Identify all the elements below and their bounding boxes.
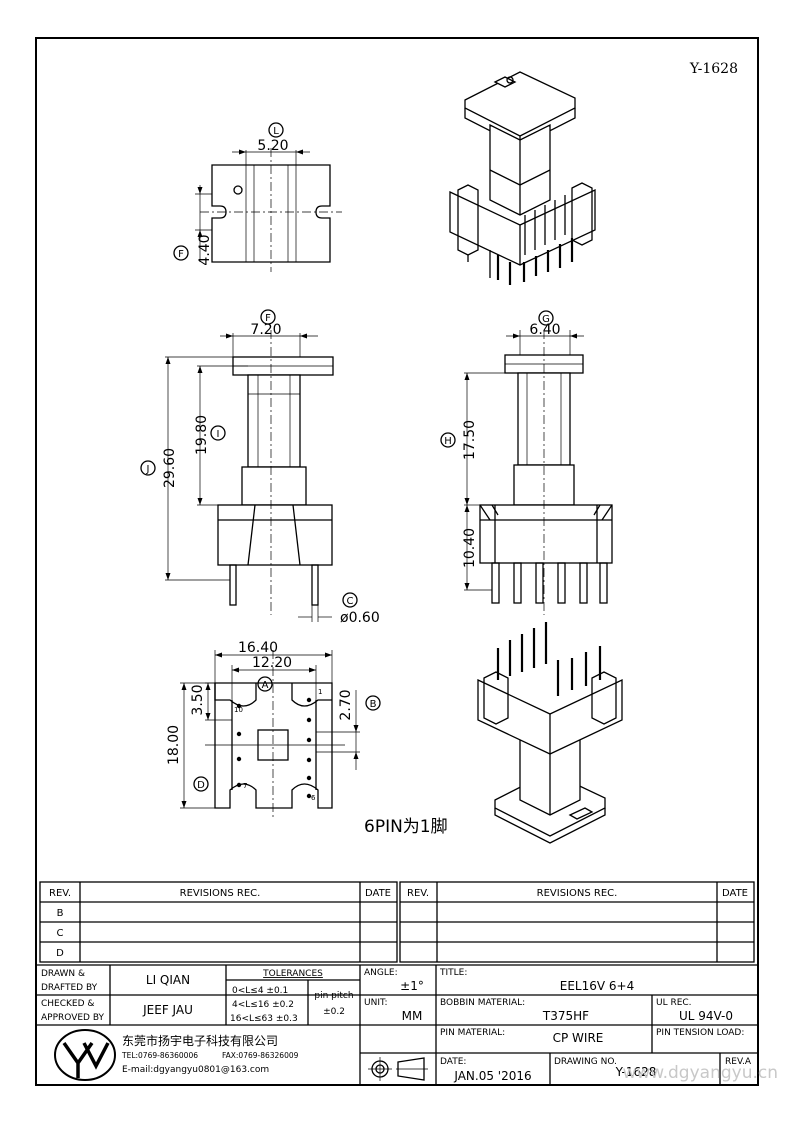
top-view-letter-height: F [178, 249, 184, 260]
drawing-border [35, 37, 759, 1086]
drawn-label: DRAWN & [41, 969, 85, 979]
company-name: 东莞市扬宇电子科技有限公司 [122, 1033, 278, 1048]
rev-row-b: B [57, 908, 64, 919]
rev-right-col-rec: REVISIONS REC. [537, 888, 618, 899]
side-view-width: 6.40 [529, 322, 560, 338]
watermark: www.dgyangyu.cn [622, 1063, 778, 1083]
top-view [173, 122, 342, 272]
unit-value: MM [402, 1009, 423, 1023]
revision-tables [39, 881, 755, 963]
bobbin-material-value: T375HF [542, 1009, 589, 1023]
pin-label-10: 10 [234, 706, 243, 714]
front-view-letter-pin: C [347, 596, 354, 607]
rev-right-col-date: DATE [722, 888, 748, 899]
front-view-height-total: 29.60 [162, 448, 178, 488]
pin-material-value: CP WIRE [553, 1031, 604, 1045]
drafted-label: DRAFTED BY [41, 983, 98, 993]
title-block-grid [36, 964, 758, 1085]
pin-label-6: 6 [311, 794, 316, 802]
tolerance-1: 0<L≤4 ±0.1 [232, 986, 288, 996]
pin-pitch-label: pin pitch [314, 991, 353, 1001]
angle-value: ±1° [400, 979, 424, 993]
tolerance-2: 4<L≤16 ±0.2 [232, 1000, 294, 1010]
pin-label-1: 1 [318, 688, 322, 696]
unit-label: UNIT: [364, 998, 388, 1008]
bottom-view-height-a: 3.50 [190, 684, 206, 715]
checked-value: JEEF JAU [142, 1003, 193, 1017]
front-view-width: 7.20 [250, 322, 281, 338]
side-view-height-lower: 10.40 [462, 528, 478, 568]
company-email: E-mail:dgyangyu0801@163.com [122, 1065, 269, 1075]
top-view-height: 4.40 [197, 234, 213, 265]
company-logo [54, 1029, 116, 1081]
checked-label: CHECKED & [41, 999, 94, 1009]
bobbin-material-label: BOBBIN MATERIAL: [440, 998, 525, 1008]
title-value: EEL16V 6+4 [560, 979, 634, 993]
rev-left-col-date: DATE [365, 888, 391, 899]
front-view-letter-width: F [265, 313, 271, 324]
rev-row-d: D [56, 948, 64, 959]
rev-right-col-rev: REV. [407, 888, 429, 899]
rev-row-c: C [57, 928, 64, 939]
front-view-letter-inner: I [217, 429, 220, 440]
company-fax: FAX:0769-86326009 [222, 1051, 299, 1060]
drawn-value: LI QIAN [146, 973, 190, 987]
date-label: DATE: [440, 1057, 466, 1067]
tolerances-label: TOLERANCES [262, 969, 323, 979]
pin-note: 6PIN为1脚 [364, 817, 448, 837]
front-view-pin-dia: ø0.60 [340, 610, 380, 626]
pin-label-7: 7 [243, 782, 247, 790]
bottom-view-pitch: 2.70 [338, 689, 354, 720]
bottom-view-letter-inner: A [262, 680, 269, 691]
top-view-letter-width: L [273, 126, 279, 137]
approved-label: APPROVED BY [41, 1013, 105, 1023]
angle-label: ANGLE: [364, 968, 398, 978]
rev-a-label: REV.A [725, 1057, 752, 1067]
ul-rec-label: UL REC. [656, 998, 692, 1008]
front-view-letter-total: J [146, 464, 150, 475]
front-view-height-inner: 19.80 [194, 415, 210, 455]
bottom-view-width-inner: 12.20 [252, 655, 292, 671]
pin-pitch-value: ±0.2 [323, 1007, 345, 1017]
drawing-no-label: DRAWING NO. [554, 1057, 617, 1067]
isometric-view-top [449, 71, 596, 285]
isometric-view-bottom [477, 622, 623, 844]
side-view-height-upper: 17.50 [462, 420, 478, 460]
front-view [140, 309, 358, 622]
top-view-width: 5.20 [257, 138, 288, 154]
bottom-view-height-total: 18.00 [166, 725, 182, 765]
tolerance-3: 16<L≤63 ±0.3 [230, 1014, 298, 1024]
title-label: TITLE: [439, 968, 467, 978]
bottom-view-width-outer: 16.40 [238, 640, 278, 656]
side-view-letter-height: H [444, 436, 452, 447]
pin-tension-label: PIN TENSION LOAD: [656, 1028, 744, 1038]
projection-symbol [368, 1057, 428, 1081]
drawing-number-top: Y-1628 [689, 61, 738, 77]
date-value: JAN.05 '2016 [453, 1069, 531, 1083]
side-view [440, 310, 613, 615]
company-tel: TEL:0769-86360006 [121, 1051, 198, 1060]
bottom-view [180, 650, 381, 820]
ul-rec-value: UL 94V-0 [679, 1009, 733, 1023]
bottom-view-letter-total: D [197, 780, 205, 791]
rev-left-col-rec: REVISIONS REC. [180, 888, 261, 899]
bottom-view-letter-pitch: B [370, 699, 377, 710]
rev-left-col-rev: REV. [49, 888, 71, 899]
side-view-letter-width: G [542, 314, 550, 325]
pin-material-label: PIN MATERIAL: [440, 1028, 505, 1038]
drawing-no-value: Y-1628 [615, 1065, 657, 1079]
